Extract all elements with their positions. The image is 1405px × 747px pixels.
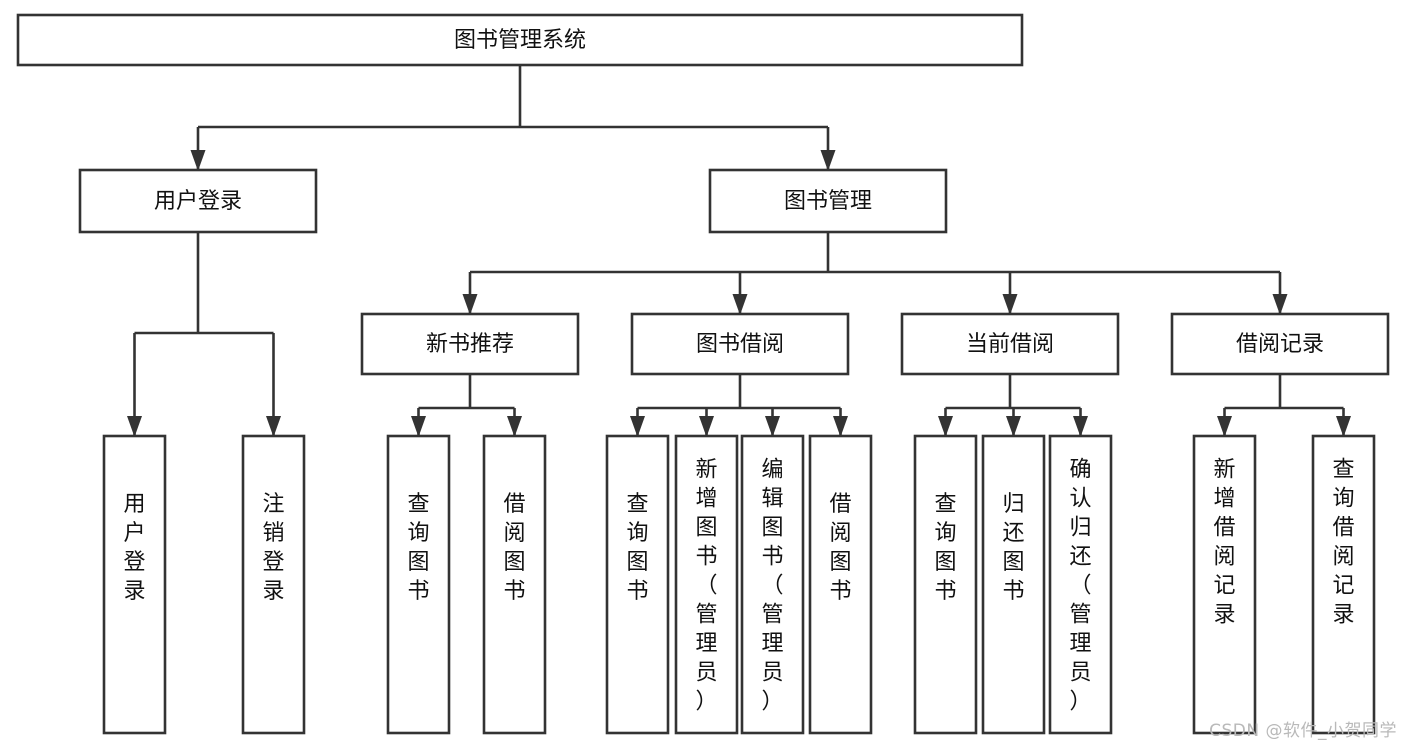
node-book-management[interactable]: 图书管理 <box>708 168 948 234</box>
node-label-user-login: 用户登录 <box>154 189 242 214</box>
watermark-text: CSDN @软件_小贺同学 <box>1209 721 1397 741</box>
node-box-current-borrow <box>900 312 1120 376</box>
node-label-borrow-add-book: 新增图书（管理员） <box>695 458 717 715</box>
node-recommend-query-book[interactable]: 查询图书 <box>386 434 451 735</box>
arrow-head-icon-borrow-borrow-book <box>833 416 848 437</box>
arrow-head-icon-recommend-borrow-book <box>507 416 522 437</box>
node-box-record-add <box>1192 434 1257 735</box>
node-box-user-login-leaf <box>102 434 167 735</box>
arrow-head-icon-record-add <box>1217 416 1232 437</box>
node-label-current-confirm-return: 确认归还（管理员） <box>1069 458 1091 715</box>
node-label-root: 图书管理系统 <box>454 28 586 53</box>
node-label-new-book-recommend: 新书推荐 <box>426 332 514 357</box>
node-label-recommend-query-book: 查询图书 <box>407 492 429 604</box>
node-label-user-logout-leaf: 注销登录 <box>262 492 284 604</box>
node-label-recommend-borrow-book: 借阅图书 <box>503 492 525 604</box>
node-borrow-edit-book[interactable]: 编辑图书（管理员） <box>740 434 805 735</box>
node-current-query-book[interactable]: 查询图书 <box>913 434 978 735</box>
node-current-confirm-return[interactable]: 确认归还（管理员） <box>1048 434 1113 735</box>
arrow-head-icon-current-return-book <box>1006 416 1021 437</box>
node-current-return-book[interactable]: 归还图书 <box>981 434 1046 735</box>
node-box-current-confirm-return <box>1048 434 1113 735</box>
node-box-book-borrow <box>630 312 850 376</box>
node-current-borrow[interactable]: 当前借阅 <box>900 312 1120 376</box>
node-label-borrow-record: 借阅记录 <box>1236 332 1324 357</box>
arrow-head-icon-current-query-book <box>938 416 953 437</box>
node-new-book-recommend[interactable]: 新书推荐 <box>360 312 580 376</box>
node-box-borrow-edit-book <box>740 434 805 735</box>
node-user-logout-leaf[interactable]: 注销登录 <box>241 434 306 735</box>
node-label-borrow-borrow-book: 借阅图书 <box>829 492 851 604</box>
arrow-head-icon-borrow-query-book <box>630 416 645 437</box>
arrow-head-icon-user-login <box>190 150 206 171</box>
node-box-new-book-recommend <box>360 312 580 376</box>
node-book-borrow[interactable]: 图书借阅 <box>630 312 850 376</box>
node-box-user-login <box>78 168 318 234</box>
node-label-current-query-book: 查询图书 <box>934 492 956 604</box>
node-record-query[interactable]: 查询借阅记录 <box>1311 434 1376 735</box>
node-label-record-add: 新增借阅记录 <box>1213 458 1235 628</box>
node-label-user-login-leaf: 用户登录 <box>123 492 145 604</box>
node-label-current-return-book: 归还图书 <box>1002 492 1024 604</box>
node-root[interactable]: 图书管理系统 <box>16 13 1024 67</box>
arrow-head-icon-borrow-record <box>1272 294 1288 315</box>
arrow-head-icon-book-borrow <box>732 294 748 315</box>
node-user-login-leaf[interactable]: 用户登录 <box>102 434 167 735</box>
node-borrow-record[interactable]: 借阅记录 <box>1170 312 1390 376</box>
arrow-head-icon-book-management <box>820 150 836 171</box>
arrow-head-icon-new-book-recommend <box>462 294 478 315</box>
node-label-borrow-query-book: 查询图书 <box>626 492 648 604</box>
node-label-book-management: 图书管理 <box>784 189 872 214</box>
node-box-user-logout-leaf <box>241 434 306 735</box>
arrow-head-icon-current-borrow <box>1002 294 1018 315</box>
node-record-add[interactable]: 新增借阅记录 <box>1192 434 1257 735</box>
node-box-recommend-query-book <box>386 434 451 735</box>
node-label-book-borrow: 图书借阅 <box>696 332 784 357</box>
node-box-recommend-borrow-book <box>482 434 547 735</box>
arrow-head-icon-record-query <box>1336 416 1351 437</box>
nodes-layer: 图书管理系统用户登录用户登录注销登录图书管理新书推荐查询图书借阅图书图书借阅查询… <box>16 13 1390 735</box>
node-recommend-borrow-book[interactable]: 借阅图书 <box>482 434 547 735</box>
arrow-head-icon-borrow-edit-book <box>765 416 780 437</box>
node-box-current-query-book <box>913 434 978 735</box>
node-borrow-query-book[interactable]: 查询图书 <box>605 434 670 735</box>
node-label-record-query: 查询借阅记录 <box>1332 458 1354 628</box>
node-box-borrow-query-book <box>605 434 670 735</box>
node-box-root <box>16 13 1024 67</box>
node-box-book-management <box>708 168 948 234</box>
node-box-record-query <box>1311 434 1376 735</box>
node-borrow-add-book[interactable]: 新增图书（管理员） <box>674 434 739 735</box>
node-user-login[interactable]: 用户登录 <box>78 168 318 234</box>
node-box-borrow-add-book <box>674 434 739 735</box>
node-label-current-borrow: 当前借阅 <box>966 332 1054 357</box>
arrow-head-icon-user-logout-leaf <box>266 416 281 437</box>
node-box-current-return-book <box>981 434 1046 735</box>
node-box-borrow-borrow-book <box>808 434 873 735</box>
arrow-head-icon-current-confirm-return <box>1073 416 1088 437</box>
node-label-borrow-edit-book: 编辑图书（管理员） <box>761 458 783 715</box>
connectors-layer <box>127 65 1351 437</box>
arrow-head-icon-borrow-add-book <box>699 416 714 437</box>
arrow-head-icon-user-login-leaf <box>127 416 142 437</box>
node-box-borrow-record <box>1170 312 1390 376</box>
node-borrow-borrow-book[interactable]: 借阅图书 <box>808 434 873 735</box>
arrow-head-icon-recommend-query-book <box>411 416 426 437</box>
